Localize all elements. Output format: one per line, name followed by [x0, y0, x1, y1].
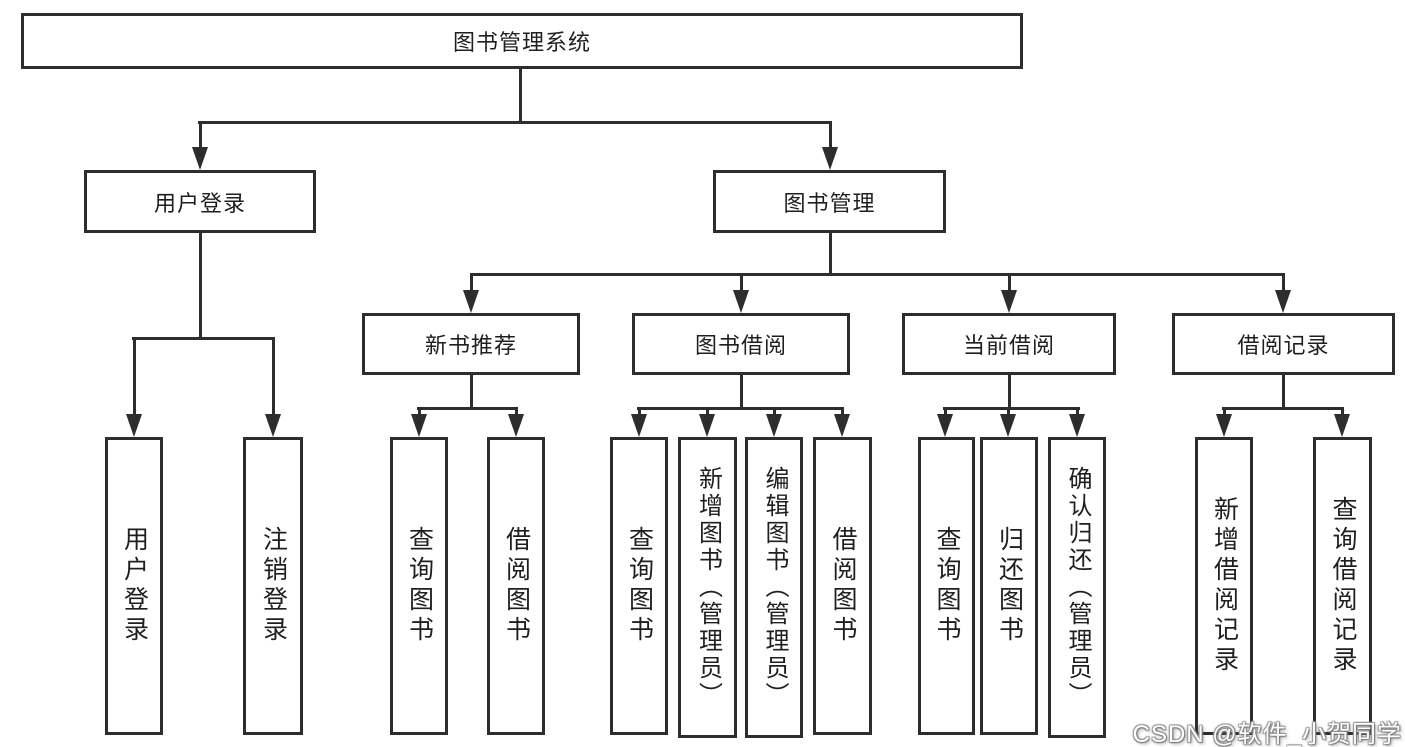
connector-book-borrowing-stem — [740, 375, 743, 410]
leaf-user-login: 用户登录 — [105, 437, 163, 735]
leaf-query-books-recommend: 查询图书 — [390, 437, 448, 735]
connector-user-login-stem — [199, 233, 202, 340]
leaf-borrow-books-recommend: 借阅图书 — [487, 437, 545, 735]
arrow-to-query-books-recommend — [411, 414, 427, 437]
connector-root-stem — [519, 69, 522, 124]
connector-stem-leaf-user-login — [133, 337, 136, 416]
connector-stem-borrowing-records — [1282, 273, 1285, 291]
connector-stem-book-borrowing — [740, 273, 743, 291]
connector-stem-borrow-books-recommend — [515, 407, 518, 416]
arrow-to-edit-books-admin — [766, 414, 782, 437]
arrow-to-user-login — [192, 147, 208, 170]
arrow-to-leaf-user-login — [126, 414, 142, 437]
leaf-query-books-borrowing: 查询图书 — [610, 437, 668, 735]
node-book-borrowing: 图书借阅 — [632, 313, 850, 375]
arrow-to-confirm-return-admin — [1069, 414, 1085, 437]
leaf-return-books: 归还图书 — [980, 437, 1038, 735]
csdn-watermark: CSDN @软件_小贺同学 — [1132, 721, 1402, 747]
connector-stem-borrow-books-borrowing — [841, 407, 844, 416]
arrow-to-return-books — [1000, 414, 1016, 437]
arrow-to-borrowing-records — [1275, 290, 1291, 313]
arrow-to-borrow-books-recommend — [508, 414, 524, 437]
connector-stem-leaf-logout — [272, 337, 275, 416]
connector-borrowing-records-hline — [1222, 407, 1344, 410]
connector-new-book-recommend-stem — [470, 375, 473, 410]
leaf-edit-books-admin: 编辑图书（管理员） — [745, 437, 803, 738]
arrow-to-leaf-logout — [265, 414, 281, 437]
arrow-to-book-management — [822, 147, 838, 170]
connector-current-borrowing-stem — [1008, 375, 1011, 410]
connector-book-management-stem — [829, 233, 832, 276]
arrow-to-query-borrow-record — [1334, 414, 1350, 437]
leaf-logout: 注销登录 — [243, 437, 303, 735]
connector-stem-return-books — [1007, 407, 1010, 416]
connector-stem-add-books-admin — [706, 407, 709, 416]
arrow-to-borrow-books-borrowing — [834, 414, 850, 437]
leaf-add-books-admin: 新增图书（管理员） — [678, 437, 737, 738]
leaf-confirm-return-admin: 确认归还（管理员） — [1048, 437, 1106, 738]
connector-stem-query-books-current — [944, 407, 947, 416]
connector-stem-query-books-borrowing — [638, 407, 641, 416]
connector-new-book-recommend-hline — [417, 407, 518, 410]
connector-stem-add-borrow-record — [1223, 407, 1226, 416]
connector-stem-user-login — [199, 121, 202, 150]
connector-current-borrowing-hline — [943, 407, 1080, 410]
node-new-book-recommend: 新书推荐 — [362, 313, 580, 375]
arrow-to-add-books-admin — [699, 414, 715, 437]
arrow-to-new-book-recommend — [463, 290, 479, 313]
leaf-query-books-current: 查询图书 — [918, 437, 975, 735]
connector-stem-book-management — [829, 121, 832, 150]
node-user-login: 用户登录 — [84, 170, 316, 233]
connector-stem-query-books-recommend — [418, 407, 421, 416]
connector-stem-edit-books-admin — [773, 407, 776, 416]
connector-root-hline — [198, 121, 832, 124]
arrow-to-book-borrowing — [733, 290, 749, 313]
connector-stem-new-book-recommend — [470, 273, 473, 291]
node-current-borrowing: 当前借阅 — [902, 313, 1116, 375]
node-book-management: 图书管理 — [713, 170, 946, 233]
arrow-to-query-books-current — [937, 414, 953, 437]
node-library-management-system: 图书管理系统 — [21, 13, 1023, 69]
connector-stem-current-borrowing — [1008, 273, 1011, 291]
leaf-query-borrow-record: 查询借阅记录 — [1313, 437, 1372, 735]
arrow-to-add-borrow-record — [1216, 414, 1232, 437]
leaf-borrow-books-borrowing: 借阅图书 — [813, 437, 872, 735]
leaf-add-borrow-record: 新增借阅记录 — [1195, 437, 1253, 735]
node-borrowing-records: 借阅记录 — [1172, 313, 1395, 375]
connector-book-management-hline — [470, 273, 1285, 276]
connector-book-borrowing-hline — [637, 407, 844, 410]
connector-stem-confirm-return-admin — [1076, 407, 1079, 416]
connector-borrowing-records-stem — [1282, 375, 1285, 410]
arrow-to-current-borrowing — [1001, 290, 1017, 313]
connector-stem-query-borrow-record — [1341, 407, 1344, 416]
arrow-to-query-books-borrowing — [631, 414, 647, 437]
connector-user-login-hline — [132, 337, 275, 340]
